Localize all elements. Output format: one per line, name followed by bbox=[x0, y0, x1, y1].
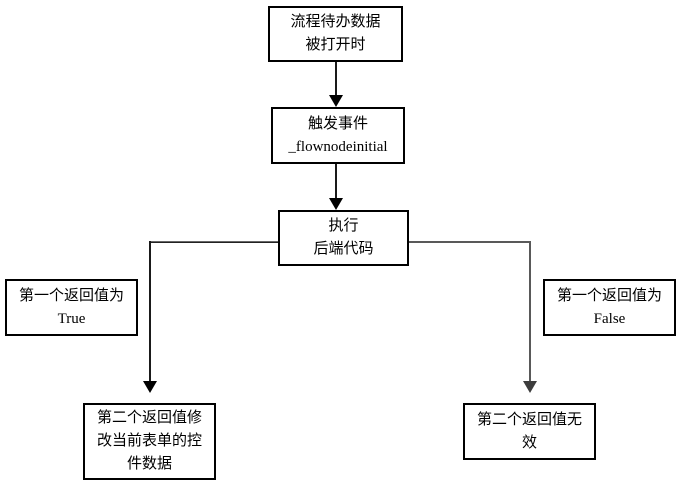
arrow-down-icon bbox=[143, 381, 157, 393]
flow-node-execute-line1: 执行 bbox=[328, 218, 359, 234]
arrow-down-icon bbox=[329, 95, 343, 107]
connector-execute-left-vertical bbox=[149, 241, 151, 381]
condition-true-line2: True bbox=[57, 310, 86, 327]
connector-execute-right-vertical bbox=[529, 241, 531, 381]
flow-node-start-line1: 流程待办数据 bbox=[290, 14, 381, 30]
flow-node-result-true: 第二个返回值修 改当前表单的控 件数据 bbox=[83, 403, 216, 480]
flow-node-execute-line2: 后端代码 bbox=[313, 241, 374, 257]
flow-node-start-line2: 被打开时 bbox=[305, 37, 366, 53]
flow-node-trigger-line1: 触发事件 bbox=[307, 115, 368, 132]
condition-label-true: 第一个返回值为 True bbox=[5, 279, 138, 336]
flow-node-result-false: 第二个返回值无 效 bbox=[463, 403, 596, 460]
connector-execute-left-horizontal bbox=[149, 241, 278, 243]
arrow-down-icon bbox=[329, 198, 343, 210]
condition-false-line1: 第一个返回值为 bbox=[556, 287, 662, 304]
result-true-line1: 第二个返回值修 bbox=[96, 410, 202, 426]
connector-execute-right-horizontal bbox=[409, 241, 531, 243]
flow-node-trigger-line2: _flownodeinitial bbox=[288, 138, 388, 155]
flow-node-start: 流程待办数据 被打开时 bbox=[268, 6, 403, 62]
connector-trigger-to-execute bbox=[335, 164, 337, 199]
condition-true-line1: 第一个返回值为 bbox=[18, 287, 124, 304]
connector-start-to-trigger bbox=[335, 62, 337, 96]
condition-label-false: 第一个返回值为 False bbox=[543, 279, 676, 336]
flow-node-execute-backend: 执行 后端代码 bbox=[278, 210, 409, 266]
arrow-down-icon bbox=[523, 381, 537, 393]
condition-false-line2: False bbox=[593, 310, 626, 327]
result-true-line2: 改当前表单的控 bbox=[96, 433, 202, 449]
flow-node-trigger-event: 触发事件 _flownodeinitial bbox=[271, 107, 405, 164]
result-false-line2: 效 bbox=[521, 434, 537, 451]
result-true-line3: 件数据 bbox=[126, 456, 172, 472]
result-false-line1: 第二个返回值无 bbox=[476, 411, 582, 428]
